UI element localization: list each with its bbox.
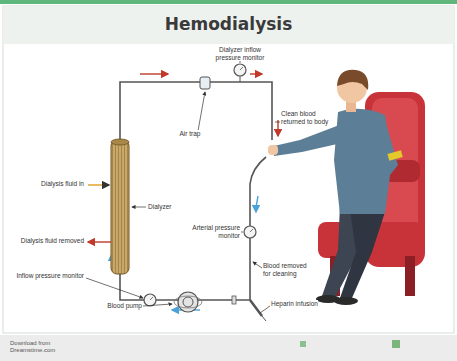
part-label: Blood pump (107, 302, 142, 309)
diagram-title: Hemodialysis (0, 14, 457, 34)
flow-label: Blood removed for cleaning (263, 262, 307, 277)
flow-label-box: Clean blood returned to body (281, 110, 331, 125)
part-label-box: Air trap (170, 130, 210, 138)
part-label: Dialyzer (148, 203, 171, 210)
part-label: Heparin infusion (271, 300, 318, 307)
gauge-label-box: Dialyzer inflow pressure monitor (210, 46, 270, 61)
gauge-label-box: Arterial pressure monitor (192, 224, 240, 239)
gauge-label: Arterial pressure monitor (192, 224, 240, 239)
flow-label-box: Dialysis fluid in (10, 180, 84, 188)
part-label-box: Blood pump (96, 302, 142, 310)
part-label: Air trap (180, 130, 201, 137)
flow-label: Clean blood returned to body (281, 110, 328, 125)
gauge-label: Dialyzer inflow pressure monitor (216, 46, 265, 61)
flow-label: Dialysis fluid removed (21, 237, 84, 244)
gauge-label: Inflow pressure monitor (16, 272, 84, 279)
part-label-box: Dialyzer (148, 203, 188, 211)
flow-label-box: Dialysis fluid removed (10, 237, 84, 245)
part-label-box: Heparin infusion (271, 300, 319, 308)
flow-label: Dialysis fluid in (41, 180, 84, 187)
gauge-label-box: Inflow pressure monitor (10, 272, 84, 280)
watermark-box: Download from Dreamstime.com (10, 340, 80, 354)
flow-label-box: Blood removed for cleaning (263, 262, 315, 277)
watermark: Download from Dreamstime.com (10, 340, 55, 353)
